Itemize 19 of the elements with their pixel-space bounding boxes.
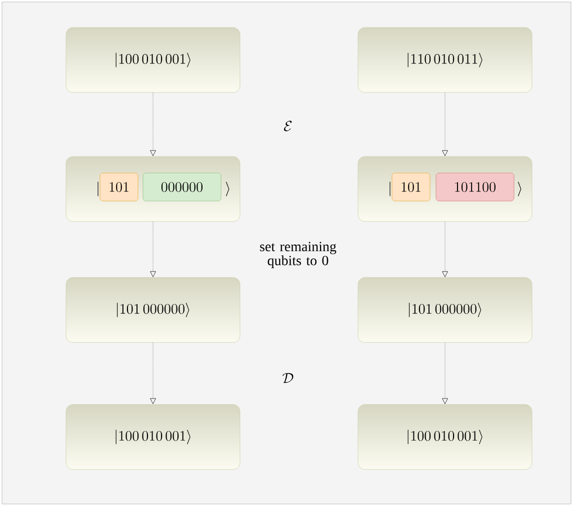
- qubit-group-box: $101$: [392, 172, 430, 202]
- ket-box: $\lvert 101\,000000\rangle$: [358, 277, 532, 343]
- qubit-group-box: $000000$: [142, 172, 222, 202]
- arrow: [150, 92, 156, 156]
- ket-box: $\lvert 100\,010\,001\rangle$: [66, 404, 240, 470]
- qubit-group-box: $101$: [100, 172, 138, 202]
- map-symbol: $\mathcal{D}$: [282, 373, 294, 383]
- ket-box: $\lvert 100\,010\,001\rangle$: [358, 404, 532, 470]
- arrow: [150, 222, 156, 278]
- step-note: set remaining qubits to 0: [260, 242, 336, 268]
- ket-box: $\lvert 100\,010\,001\rangle$: [66, 27, 240, 93]
- map-symbol: $\mathcal{E}$: [284, 120, 292, 132]
- arrow: [150, 342, 156, 404]
- arrow: [442, 92, 448, 156]
- qubit-group-box: $101100$: [436, 172, 514, 202]
- arrow: [442, 222, 448, 278]
- ket-box: $\lvert 101\,000000\rangle$: [66, 277, 240, 343]
- ket-box: $\lvert 110\,010\,011\rangle$: [358, 27, 532, 93]
- arrow: [442, 342, 448, 404]
